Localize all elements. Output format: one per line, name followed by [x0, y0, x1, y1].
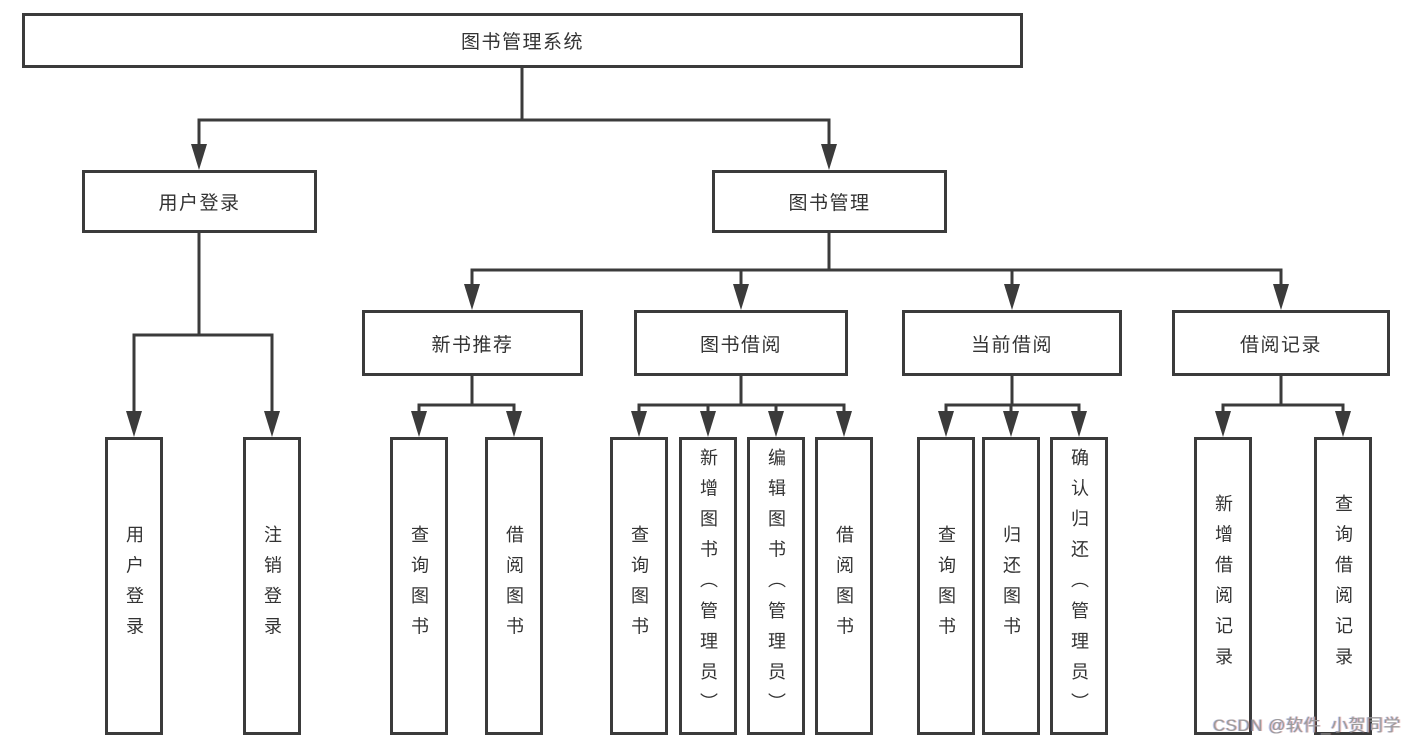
node-label: 注销登录 — [262, 524, 282, 648]
node-label: 新书推荐 — [431, 334, 514, 356]
node-label: 借阅记录 — [1239, 334, 1322, 356]
node-confirm-return-admin: 确认归还（管理员） — [1050, 437, 1108, 735]
node-add-borrow-record: 新增借阅记录 — [1194, 437, 1252, 735]
node-label: 查询图书 — [936, 524, 956, 648]
node-borrow-books-2: 借阅图书 — [815, 437, 873, 735]
node-label: 查询图书 — [409, 524, 429, 648]
node-label: 用户登录 — [158, 193, 241, 214]
node-label: 用户登录 — [124, 524, 144, 648]
node-label: 查询借阅记录 — [1333, 494, 1353, 678]
node-label: 确认归还（管理员） — [1069, 448, 1089, 724]
node-user-login-leaf: 用户登录 — [105, 437, 163, 735]
node-edit-books-admin: 编辑图书（管理员） — [747, 437, 805, 735]
node-borrow-books-1: 借阅图书 — [485, 437, 543, 735]
node-query-books-1: 查询图书 — [390, 437, 448, 735]
node-current-borrowing: 当前借阅 — [902, 310, 1122, 376]
node-query-books-3: 查询图书 — [917, 437, 975, 735]
node-query-books-2: 查询图书 — [610, 437, 668, 735]
node-label: 新增借阅记录 — [1213, 494, 1233, 678]
node-label: 借阅图书 — [504, 524, 524, 648]
node-label: 编辑图书（管理员） — [766, 448, 786, 724]
node-borrowing-records: 借阅记录 — [1172, 310, 1390, 376]
node-root: 图书管理系统 — [22, 13, 1023, 68]
node-label: 查询图书 — [629, 524, 649, 648]
node-logout-leaf: 注销登录 — [243, 437, 301, 735]
node-add-books-admin: 新增图书（管理员） — [679, 437, 737, 735]
node-label: 新增图书（管理员） — [698, 448, 718, 724]
node-label: 借阅图书 — [834, 524, 854, 648]
node-query-borrow-record: 查询借阅记录 — [1314, 437, 1372, 735]
node-label: 归还图书 — [1001, 524, 1021, 648]
node-user-login: 用户登录 — [82, 170, 317, 233]
node-book-management: 图书管理 — [712, 170, 947, 233]
node-return-books: 归还图书 — [982, 437, 1040, 735]
node-book-borrowing: 图书借阅 — [634, 310, 848, 376]
node-new-book-recommend: 新书推荐 — [362, 310, 583, 376]
node-label: 当前借阅 — [970, 334, 1053, 356]
node-label: 图书借阅 — [699, 334, 782, 356]
node-label: 图书管理 — [788, 193, 871, 214]
watermark: CSDN @软件_小贺同学 — [1212, 716, 1401, 735]
node-label: 图书管理系统 — [460, 32, 584, 53]
